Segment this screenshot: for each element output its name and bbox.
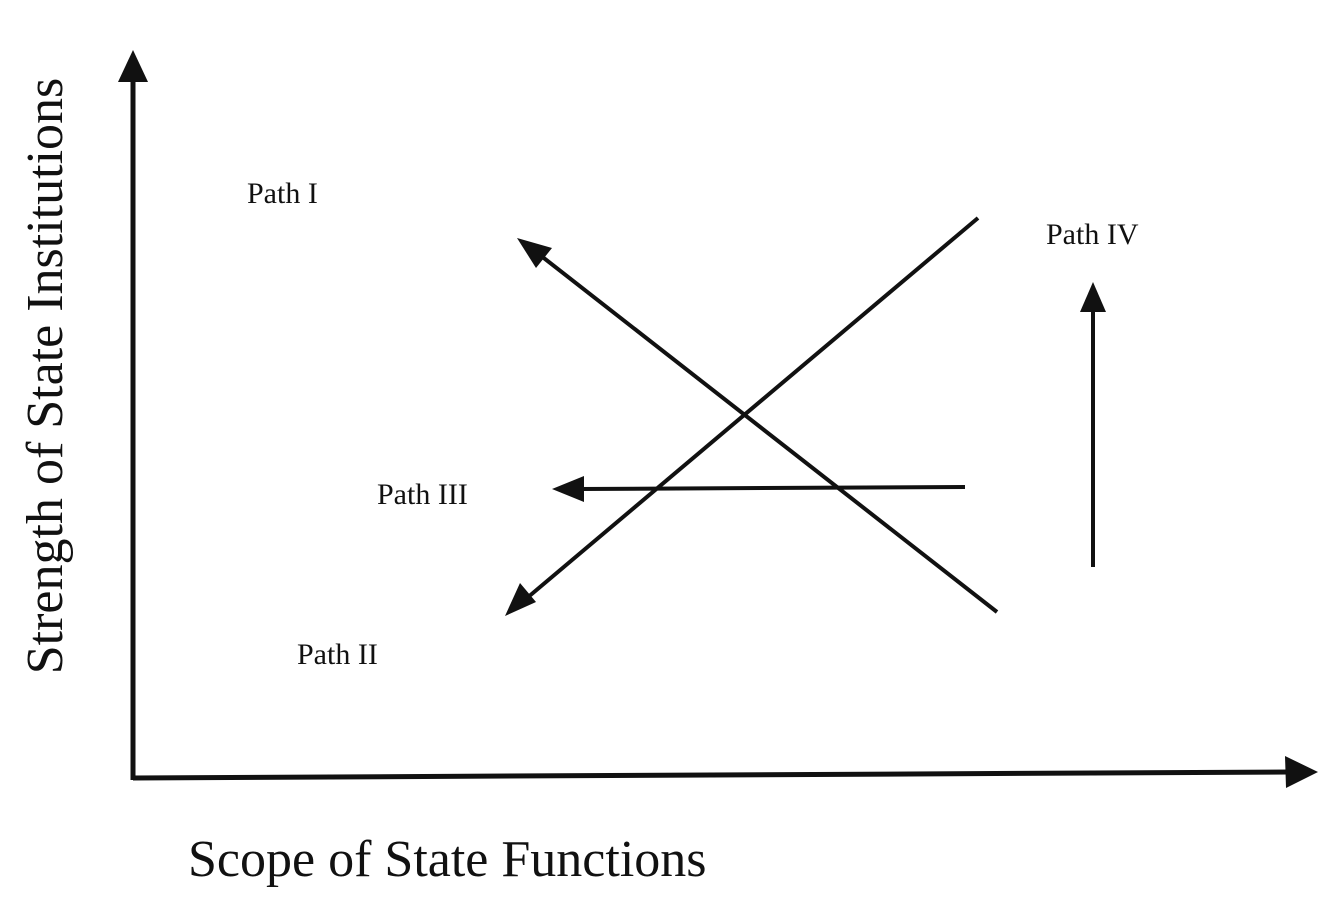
x-axis-arrowhead: [1285, 756, 1318, 788]
path-1-label: Path I: [247, 177, 318, 210]
path-4-label: Path IV: [1046, 218, 1139, 251]
path-1-arrow: [538, 253, 999, 614]
x-axis-label: Scope of State Functions: [188, 831, 707, 888]
path-2-arrowhead: [505, 583, 536, 616]
path-3-label: Path III: [377, 478, 468, 511]
y-axis-label: Strength of State Institutions: [17, 78, 74, 675]
path-1-arrowhead: [517, 238, 552, 268]
path-2-label: Path II: [297, 638, 378, 671]
x-axis: [132, 769, 1291, 781]
path-3-arrow: [579, 485, 966, 491]
path-4-arrowhead: [1080, 282, 1106, 312]
y-axis-arrowhead: [118, 50, 148, 82]
path-3-arrowhead: [552, 476, 584, 502]
path-2-arrow: [525, 216, 980, 600]
